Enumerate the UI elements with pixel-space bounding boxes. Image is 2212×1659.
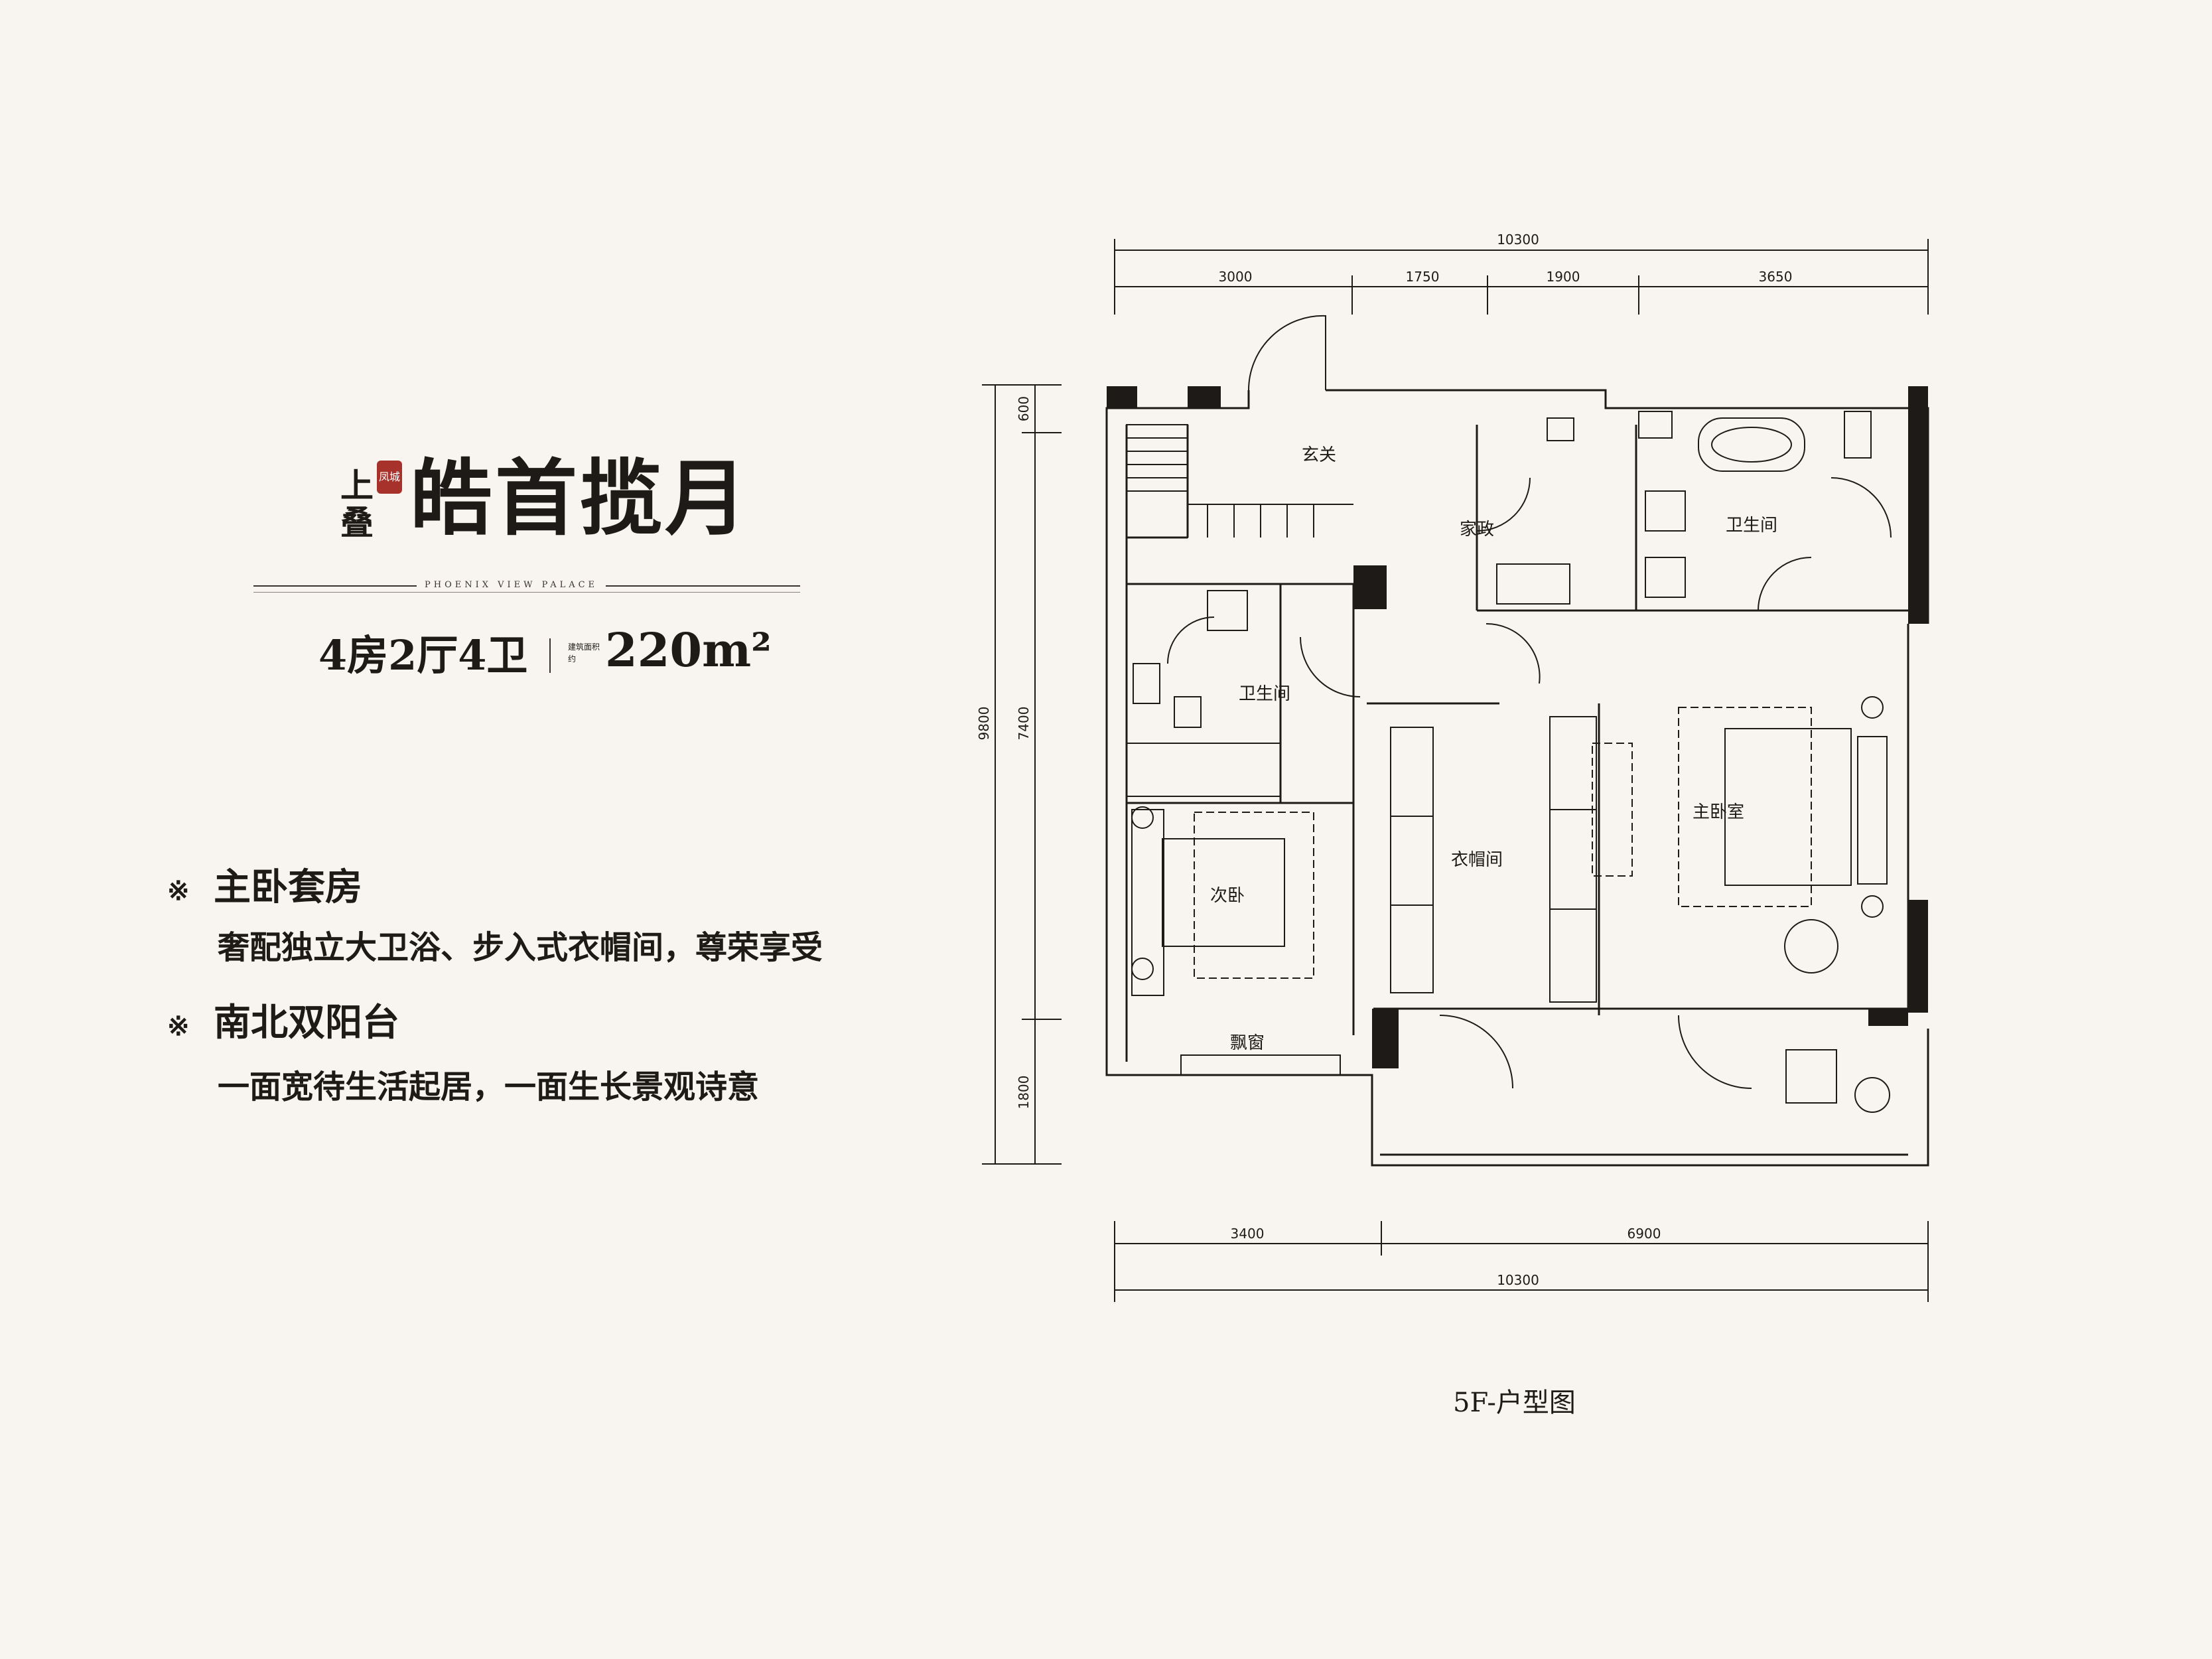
feature-heading-text: 主卧套房 [214,865,362,909]
structural-columns [1107,386,1928,1068]
feature-heading: ※ 主卧套房 [167,864,362,914]
feature-description: 奢配独立大卫浴、步入式衣帽间，尊荣享受 [218,929,823,966]
divider-line-thin [253,592,800,593]
room-label-bathroom-left: 卫生间 [1239,684,1290,704]
project-title: 皓首揽月 [410,451,750,547]
room-label-master-bedroom: 主卧室 [1693,802,1744,822]
dimension-lines [982,239,1929,1302]
floor-plan: 10300 3000 1750 1900 3650 3400 6900 1030… [976,232,1929,1302]
dim-top-seg-4: 3650 [1759,269,1793,285]
layout-summary: 4房2厅4卫 [318,631,528,680]
dim-left-total: 9800 [976,707,992,741]
reference-mark-icon: ※ [167,1011,190,1042]
prefix-top: 上 [340,466,374,505]
master-bed [1724,696,1890,1113]
area-value: 220m² [605,622,772,678]
project-english-name: PHOENIX VIEW PALACE [417,580,606,590]
dim-bottom-total: 10300 [1497,1272,1539,1288]
dim-bottom-seg-1: 3400 [1231,1226,1265,1242]
staircase [1126,424,1353,538]
fixtures [1133,411,1872,728]
second-bed [1131,806,1285,980]
room-label-bathroom-top: 卫生间 [1726,516,1777,536]
room-label-housekeeping: 家政 [1460,520,1494,540]
dim-left-seg-2: 7400 [1016,707,1032,741]
title-prefix: 上 叠 [330,467,383,541]
dim-bottom-seg-2: 6900 [1627,1226,1661,1242]
room-label-cloakroom: 衣帽间 [1451,850,1503,870]
seal-stamp: 凤城 [377,461,402,494]
dim-top-seg-3: 1900 [1547,269,1580,285]
wardrobes [1126,716,1597,1003]
summary-divider [549,638,551,673]
info-panel: 上 叠 凤城 皓首揽月 PHOENIX VIEW PALACE 4房2厅4卫 建… [0,0,929,1659]
dim-left-seg-1: 600 [1016,396,1032,421]
area-note: 建筑面积约 [568,642,600,664]
dim-top-total: 10300 [1497,232,1539,248]
dim-top-seg-1: 3000 [1219,269,1253,285]
reference-mark-icon: ※ [167,875,190,906]
room-label-second-bedroom: 次卧 [1210,886,1245,906]
floor-plan-caption: 5F-户型图 [1453,1388,1576,1418]
door-swings [1167,315,1892,1089]
prefix-bottom: 叠 [340,503,374,542]
room-label-bay-window: 飘窗 [1230,1033,1265,1053]
dim-left-seg-3: 1800 [1016,1076,1032,1110]
feature-description: 一面宽待生活起居，一面生长景观诗意 [218,1068,760,1106]
bay-window [1180,1054,1341,1076]
room-label-entrance: 玄关 [1302,445,1336,465]
feature-heading-text: 南北双阳台 [214,1001,399,1045]
feature-heading: ※ 南北双阳台 [167,999,399,1050]
furniture [1194,707,1812,979]
dim-top-seg-2: 1750 [1406,269,1440,285]
